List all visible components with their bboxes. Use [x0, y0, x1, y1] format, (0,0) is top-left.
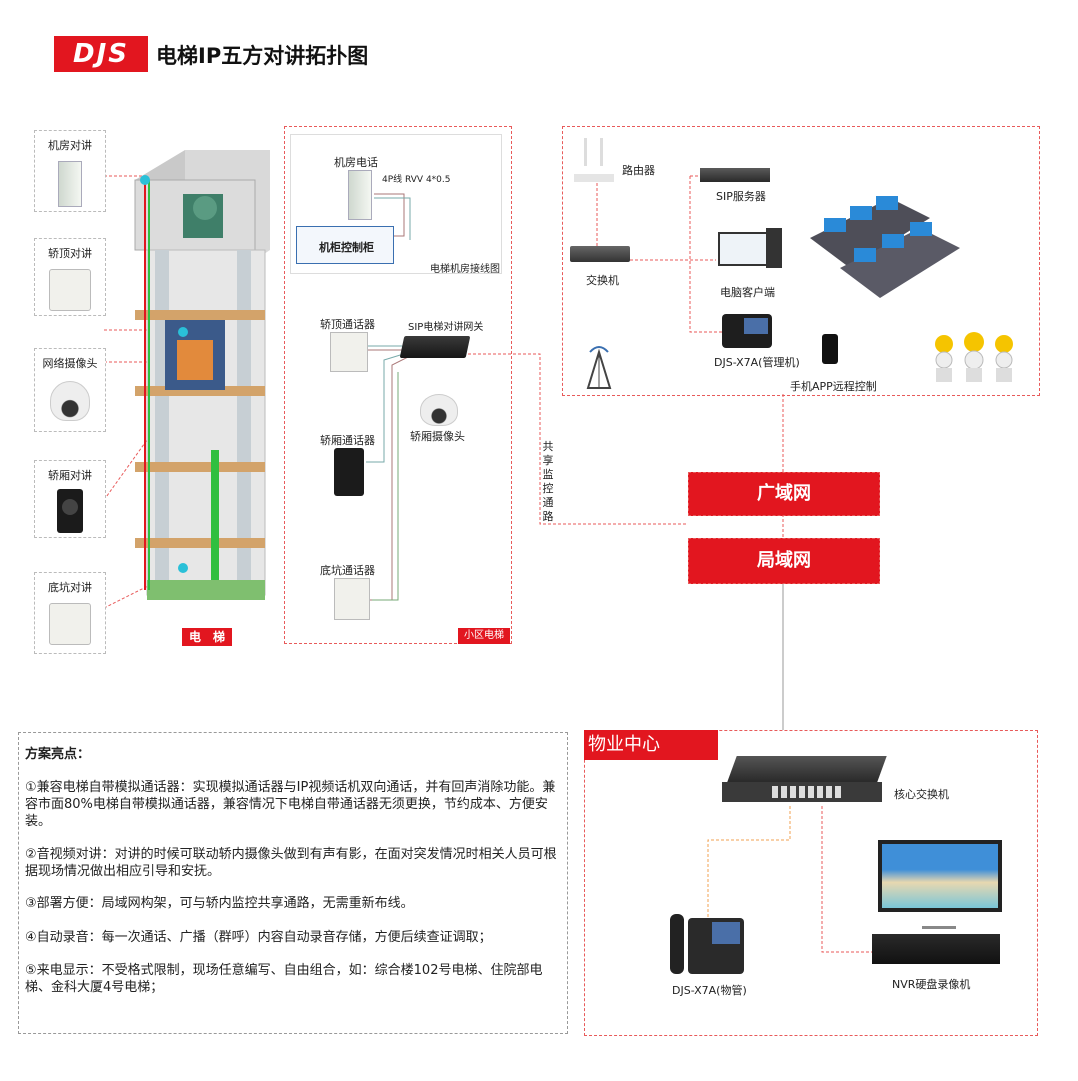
router-label: 路由器 — [622, 164, 655, 177]
car-top-speaker-icon — [330, 332, 368, 372]
smartphone-icon — [822, 334, 838, 364]
sip-gateway-icon — [399, 336, 471, 358]
control-room-desks-illustration — [810, 196, 960, 298]
pit-speaker-icon — [334, 578, 370, 620]
community-elevator-label: 小区电梯 — [458, 628, 510, 644]
cabinet-label: 机柜控制柜 — [319, 241, 374, 254]
car-camera-icon — [420, 394, 458, 426]
solution-highlights-panel: 方案亮点： ①兼容电梯自带模拟通话器：实现模拟通话器与IP视频话机双向通话，并有… — [18, 732, 568, 1034]
machine-phone-icon — [348, 170, 372, 220]
admin-phone-label: DJS-X7A(管理机) — [714, 356, 800, 369]
car-intercom-label: 轿厢通话器 — [320, 434, 375, 447]
dome-camera-icon — [50, 381, 90, 421]
machine-phone-label: 机房电话 — [334, 156, 378, 169]
network-camera-card: 网络摄像头 — [34, 348, 106, 432]
highlight-item: ④自动录音：每一次通话、广播（群呼）内容自动录音存储，方便后续查证调取； — [25, 930, 492, 945]
device-label: 机房对讲 — [48, 139, 92, 152]
nvr-recorder-icon — [872, 934, 1000, 964]
property-center-box — [584, 730, 1038, 1036]
lan-box: 局域网 — [688, 538, 880, 584]
gateway-label: SIP电梯对讲网关 — [408, 322, 484, 333]
pc-tower-icon — [766, 228, 782, 268]
elevator-label: 电 梯 — [182, 628, 232, 646]
engineers-illustration — [935, 332, 1013, 382]
machine-room-wiring-label: 电梯机房接线图 — [430, 264, 500, 275]
switch-icon — [570, 246, 630, 262]
core-switch-label: 核心交换机 — [894, 788, 949, 801]
highlight-item: ⑤来电显示：不受格式限制，现场任意编写、自由组合，如：综合楼102号电梯、住院部… — [25, 963, 543, 995]
monitor-stand — [922, 912, 956, 929]
monitoring-network-box — [562, 126, 1040, 396]
highlight-item: ③部署方便：局域网构架，可与轿内监控共享通路，无需重新布线。 — [25, 896, 414, 911]
property-phone-icon — [666, 910, 750, 974]
router-icon — [574, 138, 614, 182]
property-center-title: 物业中心 — [584, 730, 718, 760]
pc-monitor-icon — [718, 232, 768, 266]
car-intercom-card: 轿厢对讲 — [34, 460, 106, 538]
sip-server-label: SIP服务器 — [716, 190, 766, 203]
mobile-app-label: 手机APP远程控制 — [790, 380, 877, 393]
car-intercom-icon — [334, 448, 364, 496]
machine-room-wiring-box — [290, 134, 502, 274]
pc-client-label: 电脑客户端 — [720, 286, 775, 299]
highlight-item: ①兼容电梯自带模拟通话器：实现模拟通话器与IP视频话机双向通话，并有回声消除功能… — [25, 780, 556, 829]
intercom-phone-icon — [58, 161, 82, 207]
djs-logo: DJS — [54, 36, 148, 72]
switch-label: 交换机 — [586, 274, 619, 287]
device-label: 轿顶对讲 — [48, 247, 92, 260]
device-label: 轿厢对讲 — [48, 469, 92, 482]
machine-room-intercom-card: 机房对讲 — [34, 130, 106, 212]
page-title: 电梯IP五方对讲拓扑图 — [156, 44, 369, 68]
highlights-title: 方案亮点： — [25, 747, 91, 762]
car-top-label: 轿顶通话器 — [320, 318, 375, 331]
monitor-icon — [878, 840, 1002, 912]
pit-intercom-card: 底坑对讲 — [34, 572, 106, 654]
wan-box: 广域网 — [688, 472, 880, 516]
device-label: 网络摄像头 — [42, 357, 98, 370]
shared-channel-label: 共享监控通路 — [542, 440, 554, 523]
sip-server-icon — [700, 168, 770, 182]
nvr-label: NVR硬盘录像机 — [892, 978, 971, 991]
cable-label: 4P线 RVV 4*0.5 — [382, 175, 451, 185]
car-camera-label: 轿厢摄像头 — [410, 430, 465, 443]
car-top-intercom-card: 轿顶对讲 — [34, 238, 106, 316]
core-switch-icon — [722, 756, 888, 806]
intercom-unit-icon — [57, 489, 83, 533]
cabinet-box: 机柜控制柜 — [296, 226, 394, 264]
elevator-shaft-illustration — [134, 150, 270, 600]
speaker-panel-icon — [49, 603, 91, 645]
community-elevator-box — [284, 126, 512, 644]
ip-phone-icon — [722, 314, 772, 348]
speaker-panel-icon — [49, 269, 91, 311]
highlight-item: ②音视频对讲：对讲的时候可联动轿内摄像头做到有声有影，在面对突发情况时相关人员可… — [25, 847, 557, 879]
device-label: 底坑对讲 — [48, 581, 92, 594]
antenna-tower-icon — [586, 346, 612, 389]
pit-label: 底坑通话器 — [320, 564, 375, 577]
property-phone-label: DJS-X7A(物管) — [672, 984, 747, 997]
